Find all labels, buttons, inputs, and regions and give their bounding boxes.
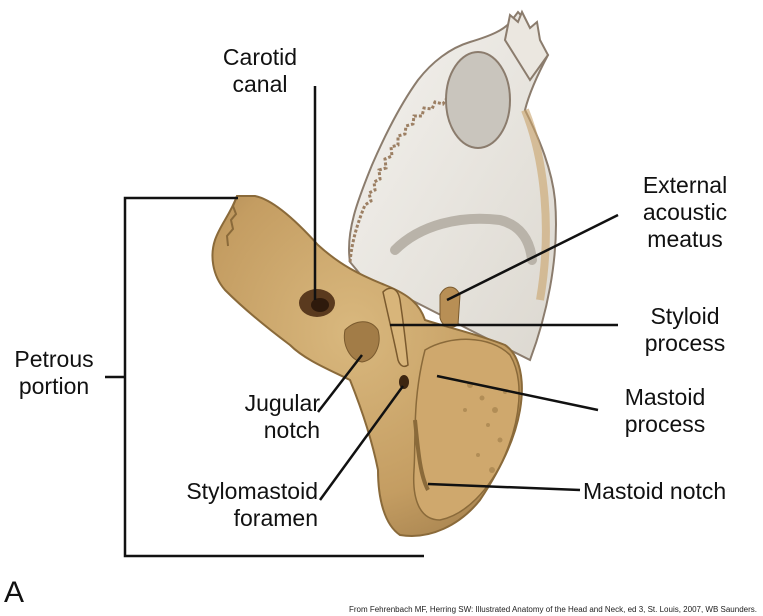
stylomastoid-foramen-shape <box>399 375 409 389</box>
label-mastoid-line2: process <box>624 411 706 437</box>
source-credit: From Fehrenbach MF, Herring SW: Illustra… <box>348 605 757 614</box>
label-jugular-line1: Jugular <box>244 390 320 416</box>
zygomatic-process <box>503 9 550 82</box>
label-carotid-canal: Carotid canal <box>205 44 315 98</box>
jugular-notch-shape <box>343 321 380 363</box>
squama-ridge <box>390 213 537 265</box>
panel-letter: A <box>4 576 25 609</box>
label-styloid-line2: process <box>644 330 726 356</box>
leader-mastoid-notch <box>427 482 581 492</box>
label-styloid-line1: Styloid <box>650 303 720 329</box>
label-jugular-notch: Jugular notch <box>212 390 320 444</box>
leader-external-acoustic-meatus <box>446 213 619 302</box>
leader-stylomastoid-foramen <box>318 385 405 501</box>
label-stylomastoid-line2: foramen <box>233 505 318 531</box>
label-petrous-line2: portion <box>18 373 90 399</box>
label-external-line2: acoustic <box>642 199 728 225</box>
mandibular-fossa <box>445 51 511 149</box>
styloid-process-shape <box>382 287 409 368</box>
petrous-apex-edge <box>225 195 238 247</box>
mastoid-texture <box>463 382 507 473</box>
label-carotid-canal-line2: canal <box>232 71 288 97</box>
mastoid-process-shape <box>412 338 520 521</box>
external-acoustic-meatus-shape <box>439 286 461 328</box>
label-jugular-line2: notch <box>263 417 320 443</box>
leader-lines <box>105 86 619 558</box>
leader-jugular-notch <box>317 354 363 413</box>
label-petrous-portion: Petrous portion <box>2 346 106 400</box>
label-petrous-line1: Petrous <box>14 346 94 372</box>
mastoid-notch-groove <box>413 419 430 491</box>
label-external-line1: External <box>642 172 728 198</box>
label-styloid-process: Styloid process <box>620 303 750 357</box>
label-carotid-canal-line1: Carotid <box>222 44 298 70</box>
label-stylomastoid-line1: Stylomastoid <box>186 478 318 504</box>
label-stylomastoid-foramen: Stylomastoid foramen <box>150 478 318 532</box>
label-external-line3: meatus <box>647 226 723 252</box>
label-external-acoustic-meatus: External acoustic meatus <box>620 172 750 253</box>
label-mastoid-process: Mastoid process <box>600 384 730 438</box>
label-mastoid-line1: Mastoid <box>624 384 706 410</box>
leader-mastoid-process <box>436 374 599 412</box>
carotid-canal-inner <box>311 298 329 312</box>
squama-right-edge <box>521 108 550 301</box>
label-mastoid-notch: Mastoid notch <box>583 478 727 504</box>
